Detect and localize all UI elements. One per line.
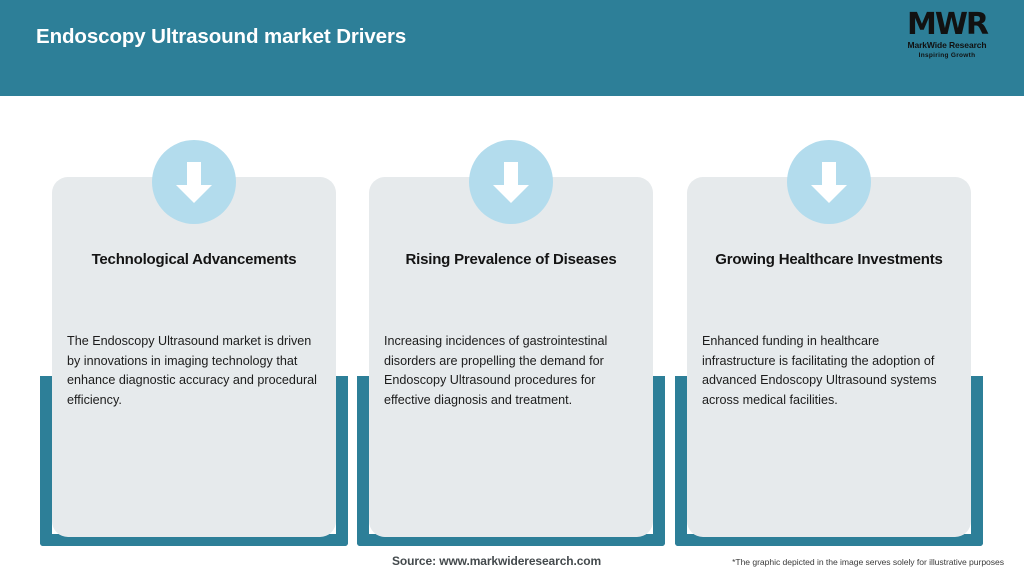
disclaimer-note: *The graphic depicted in the image serve… <box>732 557 1004 567</box>
source-label: Source: www.markwideresearch.com <box>392 554 602 568</box>
logo-company-name: MarkWide Research <box>907 40 987 50</box>
down-arrow-icon <box>787 140 871 224</box>
card-bracket <box>357 376 665 546</box>
drivers-card-row: Technological Advancements The Endoscopy… <box>0 96 1024 576</box>
driver-card[interactable]: Growing Healthcare Investments Enhanced … <box>687 177 971 537</box>
driver-card[interactable]: Technological Advancements The Endoscopy… <box>52 177 336 537</box>
down-arrow-icon <box>469 140 553 224</box>
driver-card-title: Rising Prevalence of Diseases <box>405 251 617 268</box>
driver-card-body: Enhanced funding in healthcare infrastru… <box>702 334 937 407</box>
down-arrow-icon <box>152 140 236 224</box>
logo-mark-text: MWR <box>906 7 989 42</box>
logo-tagline: Inspiring Growth <box>918 52 976 59</box>
card-bracket <box>40 376 348 546</box>
driver-card[interactable]: Rising Prevalence of Diseases Increasing… <box>369 177 653 537</box>
driver-column-1: Technological Advancements The Endoscopy… <box>36 96 352 556</box>
driver-card-body: The Endoscopy Ultrasound market is drive… <box>67 334 317 407</box>
driver-card-title: Technological Advancements <box>91 251 297 268</box>
driver-card-body: Increasing incidences of gastrointestina… <box>384 334 608 407</box>
driver-column-2: Rising Prevalence of Diseases Increasing… <box>353 96 669 556</box>
brand-logo: MWR MarkWide Research Inspiring Growth <box>892 10 1002 66</box>
header-band: Endoscopy Ultrasound market Drivers MWR … <box>0 0 1024 96</box>
driver-column-3: Growing Healthcare Investments Enhanced … <box>671 96 987 556</box>
page-title: Endoscopy Ultrasound market Drivers <box>36 25 407 48</box>
card-bracket <box>675 376 983 546</box>
driver-card-title: Growing Healthcare Investments <box>715 251 943 268</box>
